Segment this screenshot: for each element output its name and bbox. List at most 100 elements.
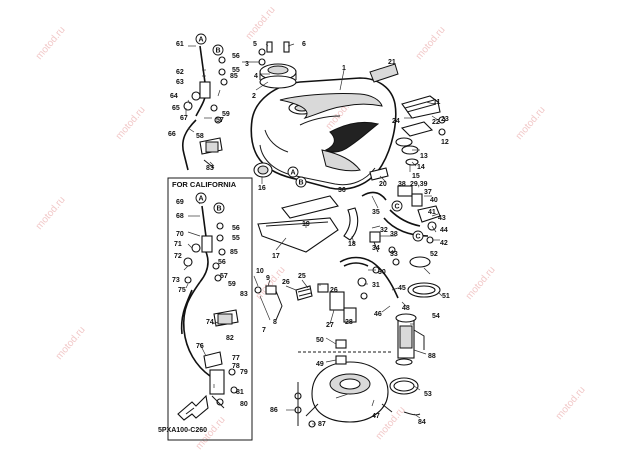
pump-base-plate	[294, 339, 421, 428]
callout-26-left: 26	[282, 279, 290, 286]
watermark-text: motod.ru	[554, 385, 588, 422]
callout-64: 64	[170, 93, 178, 100]
callout-38-lower: 38	[390, 231, 398, 238]
callout-33: 33	[390, 251, 398, 258]
drawing-code: 5PXA100-C260	[158, 427, 207, 434]
callout-85-ca: 85	[230, 249, 238, 256]
callout-21: 21	[388, 59, 396, 66]
callout-47: 47	[372, 413, 380, 420]
callout-69: 69	[176, 199, 184, 206]
callout-23: 23	[441, 116, 449, 123]
callout-37: 37	[424, 189, 432, 196]
callout-6: 6	[302, 41, 306, 48]
callout-46: 46	[374, 311, 382, 318]
callout-87: 87	[318, 421, 326, 428]
callout-15: 15	[412, 173, 420, 180]
california-box: FOR CALIFORNIA 5PXA100-C260	[158, 177, 253, 441]
callout-11: 11	[433, 99, 441, 106]
callout-3: 3	[245, 61, 249, 68]
callout-2: 2	[252, 93, 256, 100]
callout-41: 41	[428, 209, 436, 216]
callout-27: 27	[326, 322, 334, 329]
left-upper-breather-assembly	[181, 45, 228, 171]
callout-16: 16	[258, 185, 266, 192]
callout-72: 72	[174, 253, 182, 260]
callout-4: 4	[254, 73, 258, 80]
callout-50: 50	[316, 337, 324, 344]
callout-88: 88	[428, 353, 436, 360]
callout-24: 24	[392, 118, 400, 125]
vent-components	[361, 185, 441, 266]
marker-c: C	[395, 204, 400, 211]
callout-18: 18	[348, 241, 356, 248]
callout-35: 35	[372, 209, 380, 216]
callout-77: 77	[232, 355, 240, 362]
callout-31: 31	[372, 282, 380, 289]
callout-82: 82	[226, 335, 234, 342]
watermark-text: motod.ru	[464, 265, 498, 302]
callout-74: 74	[206, 319, 214, 326]
callout-19: 19	[302, 221, 310, 228]
callout-17: 17	[272, 253, 280, 260]
callout-28: 28	[345, 319, 353, 326]
callout-29-39: 29,39	[410, 181, 428, 188]
callout-84: 84	[418, 419, 426, 426]
callout-86: 86	[270, 407, 278, 414]
fuel-tank	[250, 77, 397, 190]
marker-a: A	[291, 170, 296, 177]
front-arrow-icon	[177, 394, 209, 421]
callout-7: 7	[262, 327, 266, 334]
callout-9: 9	[266, 275, 270, 282]
callout-75: 75	[178, 287, 186, 294]
callout-numbers: 1 2 3 4 5 6 7 8 9 10 11 12 13 14 15 16 1…	[168, 41, 450, 428]
callout-38-upper: 38	[398, 181, 406, 188]
watermark-text: motod.ru	[514, 105, 548, 142]
callout-45: 45	[398, 285, 406, 292]
watermark-text: motod.ru	[114, 105, 148, 142]
callout-78: 78	[232, 363, 240, 370]
callout-83-ca: 83	[240, 291, 248, 298]
callout-43: 43	[438, 215, 446, 222]
marker-c: C	[416, 234, 421, 241]
marker-b: B	[216, 48, 221, 55]
callout-61: 61	[176, 41, 184, 48]
callout-57-ca: 57	[220, 273, 228, 280]
callout-14: 14	[417, 164, 425, 171]
callout-76: 76	[196, 343, 204, 350]
callout-36: 36	[338, 187, 346, 194]
callout-13: 13	[420, 153, 428, 160]
callout-40: 40	[430, 197, 438, 204]
california-title: FOR CALIFORNIA	[172, 180, 237, 189]
callout-30: 30	[378, 269, 386, 276]
marker-b: B	[217, 206, 222, 213]
callout-55-ca: 55	[232, 235, 240, 242]
callout-25: 25	[298, 273, 306, 280]
watermark-text: motod.ru	[34, 195, 68, 232]
callout-85-top: 85	[230, 73, 238, 80]
gauge-cap-part	[253, 162, 273, 178]
callout-10: 10	[256, 268, 264, 275]
rear-bracket-parts	[369, 63, 446, 166]
watermark-text: motod.ru	[244, 5, 278, 42]
callout-51: 51	[442, 293, 450, 300]
callout-44: 44	[440, 227, 448, 234]
callout-59-ca: 59	[228, 281, 236, 288]
callout-80: 80	[240, 401, 248, 408]
callout-57-top: 57	[216, 117, 224, 124]
callout-62: 62	[176, 69, 184, 76]
callout-68: 68	[176, 213, 184, 220]
fuel-pump-assembly	[395, 256, 441, 366]
watermark-text: motod.ru	[34, 25, 68, 62]
callout-53: 53	[424, 391, 432, 398]
cushion-rubbers	[257, 167, 389, 253]
callout-81: 81	[236, 389, 244, 396]
callout-8: 8	[273, 319, 277, 326]
fuel-cap-assembly	[258, 41, 297, 89]
callout-56-top: 56	[232, 53, 240, 60]
callout-66: 66	[168, 131, 176, 138]
leader-lines	[183, 43, 443, 425]
callout-12: 12	[441, 139, 449, 146]
callout-32: 32	[380, 227, 388, 234]
